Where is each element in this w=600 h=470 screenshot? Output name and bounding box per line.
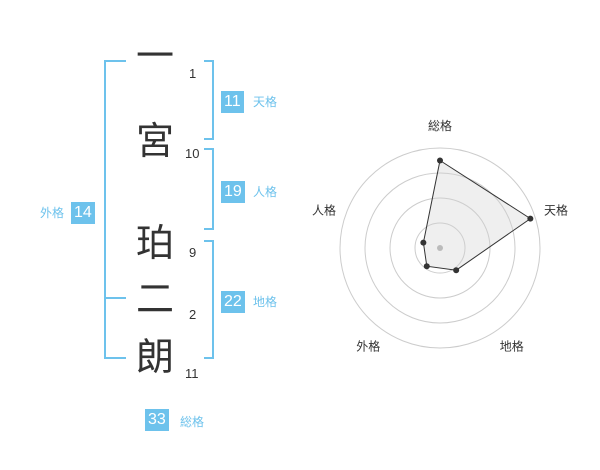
name-char-4: 二 bbox=[135, 277, 174, 321]
jinkaku-label: 人格 bbox=[253, 185, 278, 199]
radar-point-4 bbox=[423, 263, 430, 270]
radar-ring bbox=[364, 172, 516, 324]
radar-point-3 bbox=[453, 267, 460, 274]
chikaku-bracket-bottom bbox=[204, 357, 214, 359]
name-char-5: 朗 bbox=[135, 335, 174, 379]
stroke-count-5: 11 bbox=[185, 366, 199, 381]
name-char-3: 珀 bbox=[135, 221, 174, 265]
radar-axis-label: 外格 bbox=[356, 339, 380, 354]
jinkaku-bracket-line bbox=[212, 148, 214, 230]
stroke-count-4: 2 bbox=[189, 307, 197, 322]
tenkaku-value-badge: 11 bbox=[221, 91, 244, 113]
tenkaku-bracket-top bbox=[204, 60, 214, 62]
outer-bracket-mid bbox=[104, 297, 126, 299]
radar-axis-label: 総格 bbox=[428, 118, 452, 133]
stroke-count-3: 9 bbox=[189, 245, 197, 260]
radar-axis-label: 地格 bbox=[500, 339, 524, 354]
stroke-count-1: 1 bbox=[189, 66, 197, 81]
outer-bracket-top bbox=[104, 60, 126, 62]
tenkaku-bracket-line bbox=[212, 60, 214, 140]
radar-point-1 bbox=[437, 157, 443, 164]
chikaku-bracket-line bbox=[212, 240, 214, 359]
name-char-2: 宮 bbox=[135, 119, 174, 163]
tenkaku-label: 天格 bbox=[253, 95, 278, 109]
soukaku-value-badge: 33 bbox=[145, 409, 169, 431]
jinkaku-value-badge: 19 bbox=[221, 181, 245, 203]
name-char-1: 一 bbox=[135, 34, 174, 78]
jinkaku-bracket-top bbox=[204, 148, 214, 150]
radar-ring bbox=[339, 147, 541, 349]
radar-series-area bbox=[422, 159, 532, 271]
tenkaku-bracket-bottom bbox=[204, 138, 214, 140]
radar-point-5 bbox=[420, 239, 427, 246]
soukaku-label: 総格 bbox=[180, 415, 205, 429]
radar-center-dot bbox=[437, 245, 443, 251]
gaikaku-value-badge: 14 bbox=[71, 202, 95, 224]
radar-axis-label: 人格 bbox=[312, 202, 336, 217]
radar-ring bbox=[389, 197, 491, 299]
radar-point-2 bbox=[527, 215, 534, 222]
chikaku-label: 地格 bbox=[253, 295, 278, 309]
radar-axis-label: 天格 bbox=[544, 202, 568, 217]
stroke-count-2: 10 bbox=[185, 146, 200, 161]
jinkaku-bracket-bottom bbox=[204, 228, 214, 230]
radar-ring bbox=[414, 222, 466, 274]
gaikaku-label: 外格 bbox=[40, 206, 65, 220]
outer-bracket-line bbox=[104, 60, 106, 359]
outer-bracket-bottom bbox=[104, 357, 126, 359]
chikaku-bracket-top bbox=[204, 240, 214, 242]
chikaku-value-badge: 22 bbox=[221, 291, 245, 313]
